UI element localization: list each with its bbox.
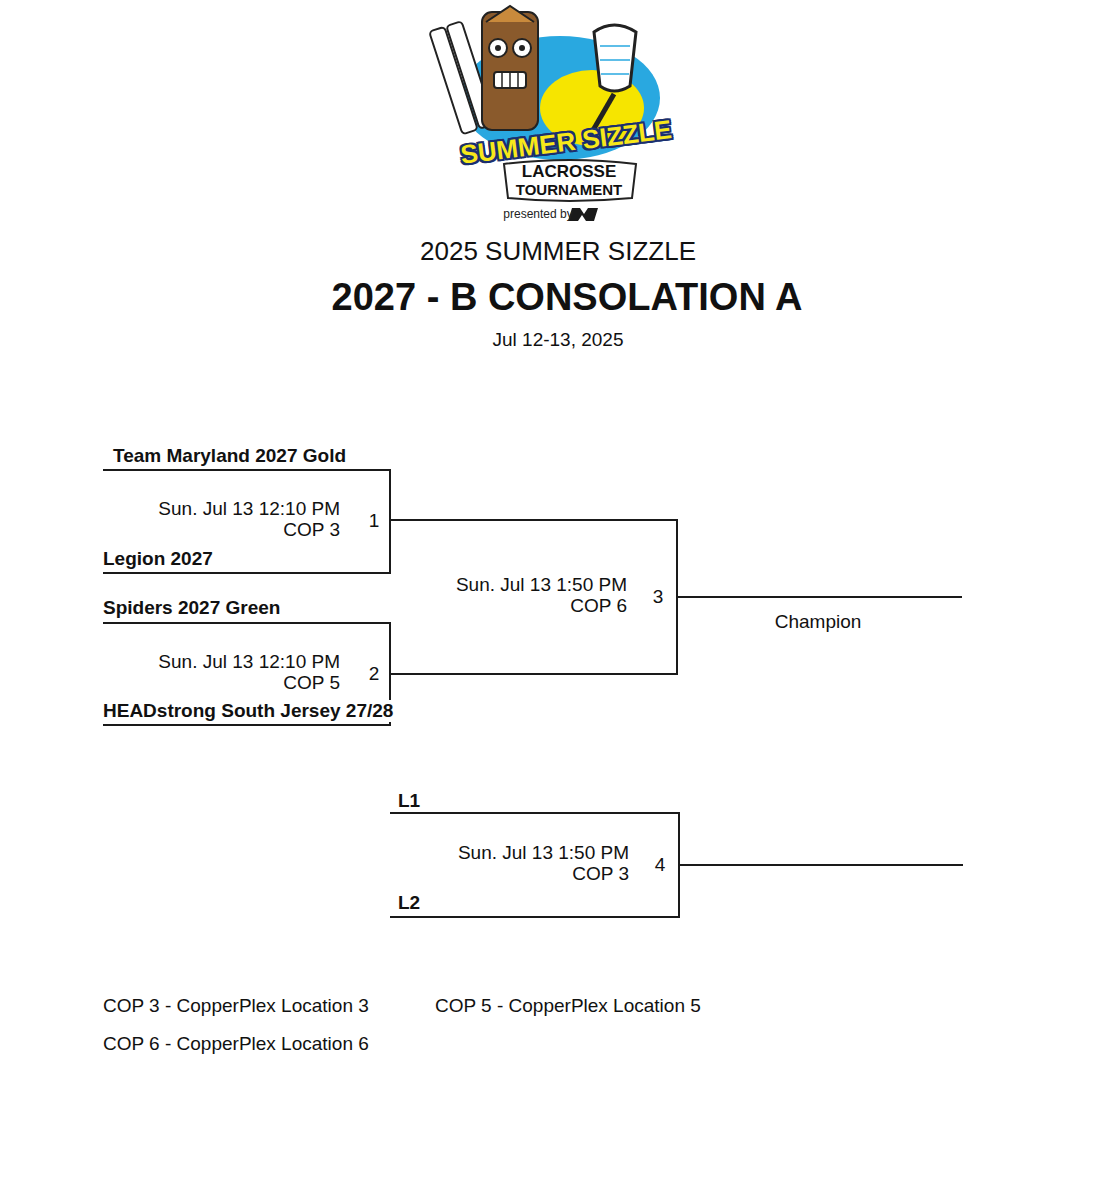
logo-subtitle: TOURNAMENT	[516, 181, 622, 198]
game-number: 2	[369, 663, 380, 685]
game-field: COP 3	[283, 519, 340, 541]
consolation-bracket: L1Sun. Jul 13 1:50 PMCOP 34L2	[390, 812, 680, 918]
logo-wordmark: SUMMER SIZZLE	[459, 114, 673, 170]
location-key: COP 6 - CopperPlex Location 6	[103, 1033, 369, 1055]
final-bracket: Sun. Jul 13 1:50 PMCOP 6 3	[400, 519, 678, 675]
bracket-title: 2027 - B CONSOLATION A	[332, 275, 803, 319]
game-time: Sun. Jul 13 1:50 PM	[456, 574, 627, 596]
event-name: 2025 SUMMER SIZZLE	[420, 236, 696, 266]
team-name: Legion 2027	[103, 548, 213, 570]
bracket-connector	[677, 596, 701, 598]
match-bracket: Team Maryland 2027 GoldSun. Jul 13 12:10…	[103, 469, 391, 574]
champion-slot: Champion	[700, 596, 962, 636]
logo-subtitle: LACROSSE	[522, 162, 616, 182]
lacrosse-stick	[592, 25, 636, 132]
location-key: COP 3 - CopperPlex Location 3	[103, 995, 369, 1017]
game-field: COP 5	[283, 672, 340, 694]
game-number: 3	[653, 586, 664, 608]
event-dates: Jul 12-13, 2025	[493, 329, 624, 351]
bracket-output-line	[679, 864, 963, 866]
game-time: Sun. Jul 13 12:10 PM	[158, 651, 340, 673]
champion-label: Champion	[775, 611, 862, 633]
game-number: 4	[655, 854, 666, 876]
game-field: COP 3	[572, 863, 629, 885]
slot-label: L1	[398, 790, 420, 812]
game-time: Sun. Jul 13 12:10 PM	[158, 498, 340, 520]
team-name: HEADstrong South Jersey 27/28	[103, 700, 395, 722]
game-field: COP 6	[570, 595, 627, 617]
team-name: Team Maryland 2027 Gold	[113, 445, 346, 467]
match-bracket: Spiders 2027 GreenSun. Jul 13 12:10 PMCO…	[103, 622, 391, 726]
bracket-connector	[390, 519, 677, 521]
slot-label: L2	[398, 892, 420, 914]
logo-badge	[504, 160, 636, 201]
tiki-head	[482, 6, 538, 130]
logo-graphic	[429, 6, 660, 221]
location-key: COP 5 - CopperPlex Location 5	[435, 995, 701, 1017]
game-number: 1	[369, 510, 380, 532]
game-time: Sun. Jul 13 1:50 PM	[458, 842, 629, 864]
bracket-connector	[390, 673, 677, 675]
sponsor-note: presented by	[503, 207, 572, 221]
team-name: Spiders 2027 Green	[103, 597, 280, 619]
